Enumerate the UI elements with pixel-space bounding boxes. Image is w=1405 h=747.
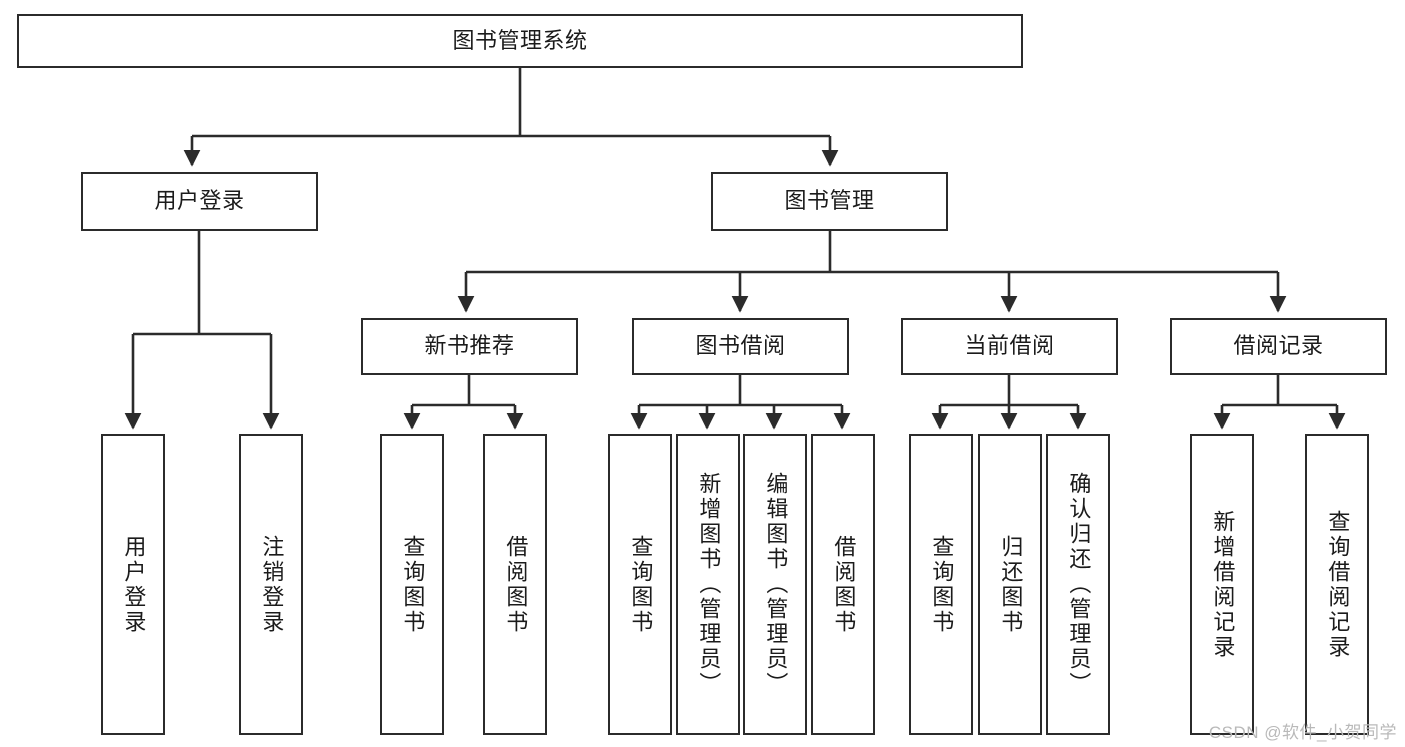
node-label: 借阅图书	[503, 534, 529, 635]
node-label: 用户登录	[154, 188, 245, 214]
node-label: 新增图书（管理员）	[696, 472, 722, 697]
node-label: 新书推荐	[424, 333, 515, 359]
node-book-borrow[interactable]: 图书借阅	[632, 318, 849, 375]
node-label: 图书借阅	[695, 333, 786, 359]
leaf-user-login[interactable]: 用户登录	[101, 434, 165, 735]
node-label: 查询图书	[400, 534, 426, 635]
edge-root-to-level1	[183, 68, 839, 167]
node-borrow-records[interactable]: 借阅记录	[1170, 318, 1387, 375]
leaf-query-book-borrow[interactable]: 查询图书	[608, 434, 672, 735]
node-label: 编辑图书（管理员）	[763, 472, 789, 697]
node-label: 当前借阅	[964, 333, 1055, 359]
edge-current-to-leaves	[931, 375, 1087, 430]
node-label: 确认归还（管理员）	[1066, 472, 1092, 697]
node-user-login[interactable]: 用户登录	[81, 172, 318, 231]
node-label: 归还图书	[998, 534, 1024, 635]
leaf-return-book[interactable]: 归还图书	[978, 434, 1042, 735]
leaf-edit-book-admin[interactable]: 编辑图书（管理员）	[743, 434, 807, 735]
node-label: 查询图书	[929, 534, 955, 635]
node-book-management[interactable]: 图书管理	[711, 172, 948, 231]
node-label: 查询图书	[628, 534, 654, 635]
node-label: 注销登录	[259, 534, 285, 635]
edge-newbook-to-leaves	[403, 375, 524, 430]
leaf-confirm-return-admin[interactable]: 确认归还（管理员）	[1046, 434, 1110, 735]
edge-borrow-to-leaves	[630, 375, 851, 430]
leaf-borrow-book-newbook[interactable]: 借阅图书	[483, 434, 547, 735]
edge-records-to-leaves	[1213, 375, 1346, 430]
leaf-add-borrow-record[interactable]: 新增借阅记录	[1190, 434, 1254, 735]
leaf-logout[interactable]: 注销登录	[239, 434, 303, 735]
leaf-query-book-current[interactable]: 查询图书	[909, 434, 973, 735]
leaf-query-borrow-record[interactable]: 查询借阅记录	[1305, 434, 1369, 735]
edge-bookmgmt-to-level2	[457, 231, 1287, 313]
watermark-text: CSDN @软件_小贺同学	[1208, 723, 1397, 742]
node-current-borrow[interactable]: 当前借阅	[901, 318, 1118, 375]
node-label: 用户登录	[121, 534, 147, 635]
node-label: 新增借阅记录	[1210, 509, 1236, 660]
node-label: 图书管理系统	[452, 27, 588, 53]
node-label: 查询借阅记录	[1325, 509, 1351, 660]
node-label: 借阅图书	[831, 534, 857, 635]
leaf-query-book-newbook[interactable]: 查询图书	[380, 434, 444, 735]
leaf-borrow-book[interactable]: 借阅图书	[811, 434, 875, 735]
leaf-add-book-admin[interactable]: 新增图书（管理员）	[676, 434, 740, 735]
node-label: 借阅记录	[1233, 333, 1324, 359]
edge-userlogin-to-leaves	[124, 231, 280, 430]
node-root-system[interactable]: 图书管理系统	[17, 14, 1023, 68]
node-label: 图书管理	[784, 188, 875, 214]
node-new-book-recommend[interactable]: 新书推荐	[361, 318, 578, 375]
